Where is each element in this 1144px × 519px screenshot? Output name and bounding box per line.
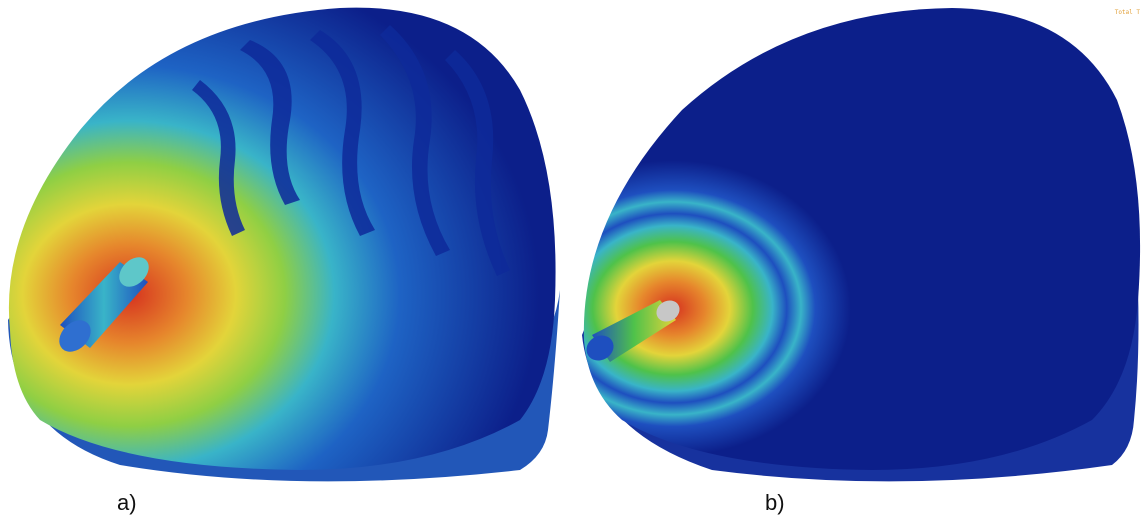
corner-legend-text: Total T <box>1114 9 1140 16</box>
panel-b-helmet-contour <box>572 0 1144 519</box>
helmet-a-pin <box>59 257 149 352</box>
helmet-b-shell <box>583 8 1141 470</box>
helmet-a-image <box>8 7 560 482</box>
panel-a-helmet-contour <box>8 7 560 482</box>
panel-b-caption: b) <box>765 490 785 515</box>
panel-a-caption: a) <box>117 490 137 515</box>
helmet-b-image <box>582 8 1141 482</box>
helmet-b-pin <box>586 300 680 362</box>
